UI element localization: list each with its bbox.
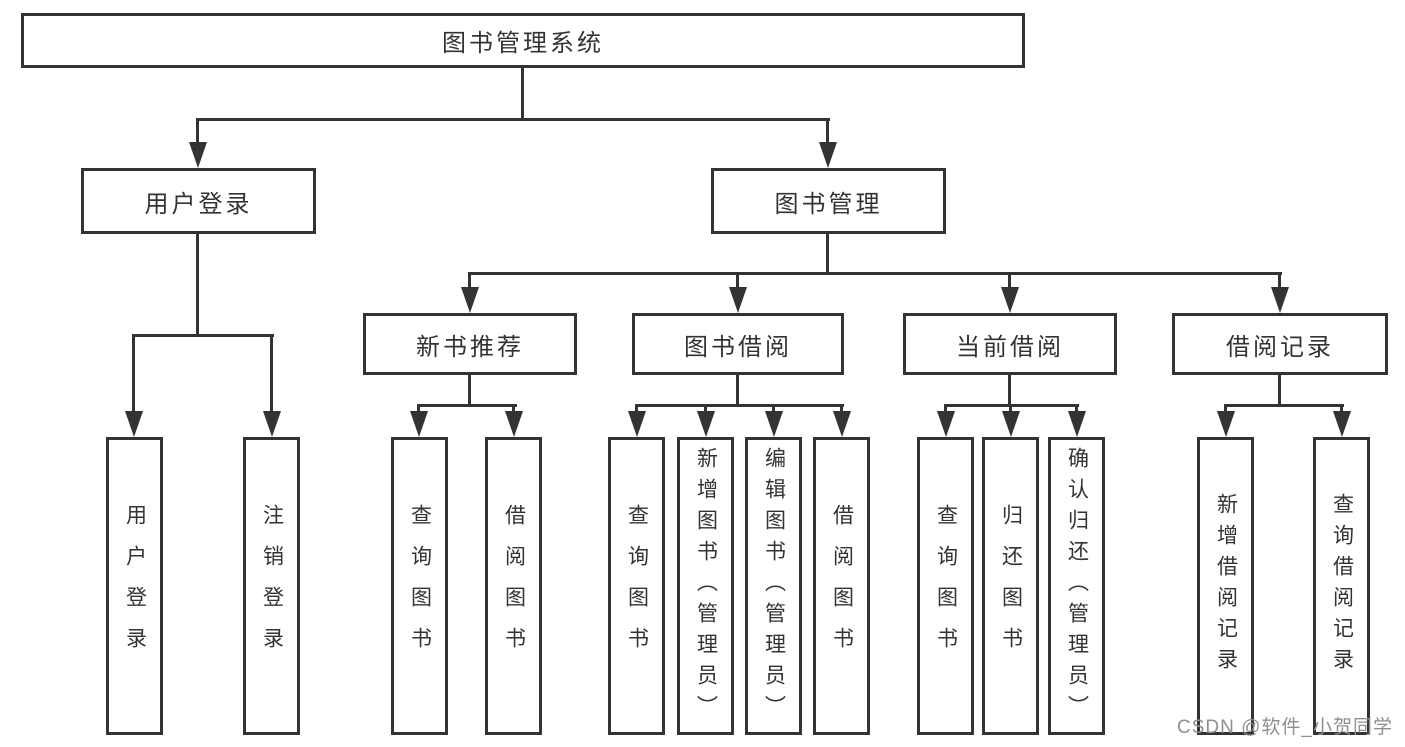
node-label: 当前借阅 [956,333,1064,361]
connector-line [196,118,830,121]
connector-line [772,404,775,417]
arrow-down-icon [1217,411,1235,437]
arrow-down-icon [697,411,715,437]
arrow-down-icon [410,411,428,437]
node-book-management: 图书管理 [711,168,946,234]
connector-line [417,404,517,407]
connector-line [704,404,707,417]
arrow-down-icon [819,142,837,168]
leaf-confirm-return-admin: 确认归还（管理员） [1048,437,1105,735]
node-borrowing-records: 借阅记录 [1172,313,1388,375]
connector-line [512,404,515,417]
leaf-query-books: 查询图书 [608,437,665,735]
arrow-down-icon [1001,287,1019,313]
node-label: 图书管理系统 [442,30,604,57]
arrow-down-icon [765,411,783,437]
leaf-borrow-books: 借阅图书 [485,437,542,735]
connector-line [635,404,844,407]
leaf-return-books: 归还图书 [982,437,1039,735]
connector-line [417,404,420,417]
connector-line [1340,404,1343,417]
leaf-borrow-books: 借阅图书 [813,437,870,735]
connector-line [1009,404,1012,417]
leaf-query-borrow-record: 查询借阅记录 [1313,437,1370,735]
connector-line [1008,374,1011,407]
leaf-query-books: 查询图书 [917,437,974,735]
arrow-down-icon [125,411,143,437]
connector-line [196,234,199,337]
connector-line [270,334,273,416]
leaf-query-books: 查询图书 [391,437,448,735]
connector-line [468,374,471,407]
connector-line [1278,272,1281,294]
connector-line [944,404,947,417]
connector-line [1008,272,1011,294]
arrow-down-icon [505,411,523,437]
connector-line [1224,404,1227,417]
connector-line [132,334,274,337]
arrow-down-icon [729,287,747,313]
leaf-user-login: 用户登录 [106,437,163,735]
node-library-management-system: 图书管理系统 [21,13,1025,68]
node-label: 用户登录 [144,190,253,218]
connector-line [736,272,739,294]
leaf-add-book-admin: 新增图书（管理员） [677,437,734,735]
node-label: 图书管理 [774,190,883,218]
arrow-down-icon [189,142,207,168]
arrow-down-icon [1271,287,1289,313]
arrow-down-icon [1002,411,1020,437]
connector-line [826,118,829,146]
connector-line [635,404,638,417]
node-user-login: 用户登录 [81,168,316,234]
connector-line [468,272,1282,275]
node-label: 借阅记录 [1226,333,1334,361]
connector-line [521,68,524,121]
csdn-watermark: CSDN @软件_小贺同学 [1177,717,1393,738]
connector-line [1075,404,1078,417]
connector-line [468,272,471,294]
connector-line [736,374,739,407]
leaf-add-borrow-record: 新增借阅记录 [1197,437,1254,735]
connector-line [196,118,199,146]
arrow-down-icon [1333,411,1351,437]
arrow-down-icon [628,411,646,437]
node-label: 新书推荐 [416,333,524,361]
connector-line [1224,404,1344,407]
connector-line [1278,374,1281,407]
arrow-down-icon [461,287,479,313]
leaf-edit-book-admin: 编辑图书（管理员） [745,437,802,735]
arrow-down-icon [937,411,955,437]
arrow-down-icon [833,411,851,437]
connector-line [826,234,829,275]
connector-line [840,404,843,417]
connector-line [132,334,135,416]
arrow-down-icon [263,411,281,437]
node-new-book-recommend: 新书推荐 [363,313,577,375]
leaf-logout: 注销登录 [243,437,300,735]
node-label: 图书借阅 [684,333,792,361]
node-current-borrowing: 当前借阅 [903,313,1117,375]
node-book-borrowing: 图书借阅 [632,313,844,375]
arrow-down-icon [1068,411,1086,437]
